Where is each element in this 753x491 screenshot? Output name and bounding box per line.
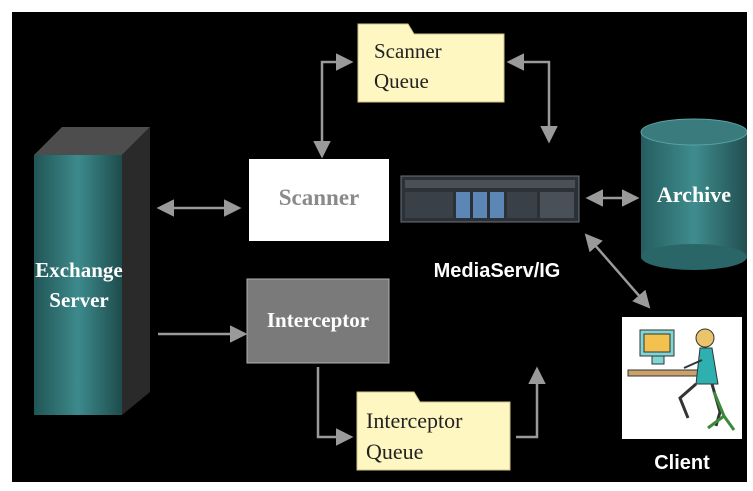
interceptor-queue-folder [356, 391, 511, 471]
exchange-server-shape [34, 127, 150, 415]
scanner-queue-label: Scanner Queue [374, 39, 442, 93]
interceptor-queue-label: Interceptor Queue [366, 408, 463, 464]
scanner-label: Scanner [278, 185, 360, 210]
diagram-graphics [34, 23, 747, 471]
scanner-queue-folder [357, 23, 505, 103]
arrow-interceptorqueue-up [516, 366, 546, 439]
arrow-interceptor-interceptorqueue [316, 367, 354, 446]
archive-cylinder [640, 118, 747, 270]
mediaserv-rack [400, 175, 580, 223]
archive-label: Archive [656, 182, 732, 207]
client-label: Client [654, 452, 710, 474]
exchange-server-label: Exchange Server [35, 258, 123, 312]
interceptor-label: Interceptor [266, 308, 370, 332]
diagram-canvas: Exchange Server Scanner Interceptor Scan… [12, 12, 747, 482]
interceptor-box [246, 278, 390, 364]
arrow-scanner-scannerqueue [313, 53, 354, 159]
arrow-scannerqueue-mediaserv [506, 53, 558, 144]
client-illustration [622, 317, 742, 439]
connector-arrows [156, 53, 651, 446]
mediaserv-label: MediaServ/IG [433, 260, 561, 282]
arrow-mediaserv-client [584, 233, 651, 309]
scanner-box [249, 159, 389, 241]
